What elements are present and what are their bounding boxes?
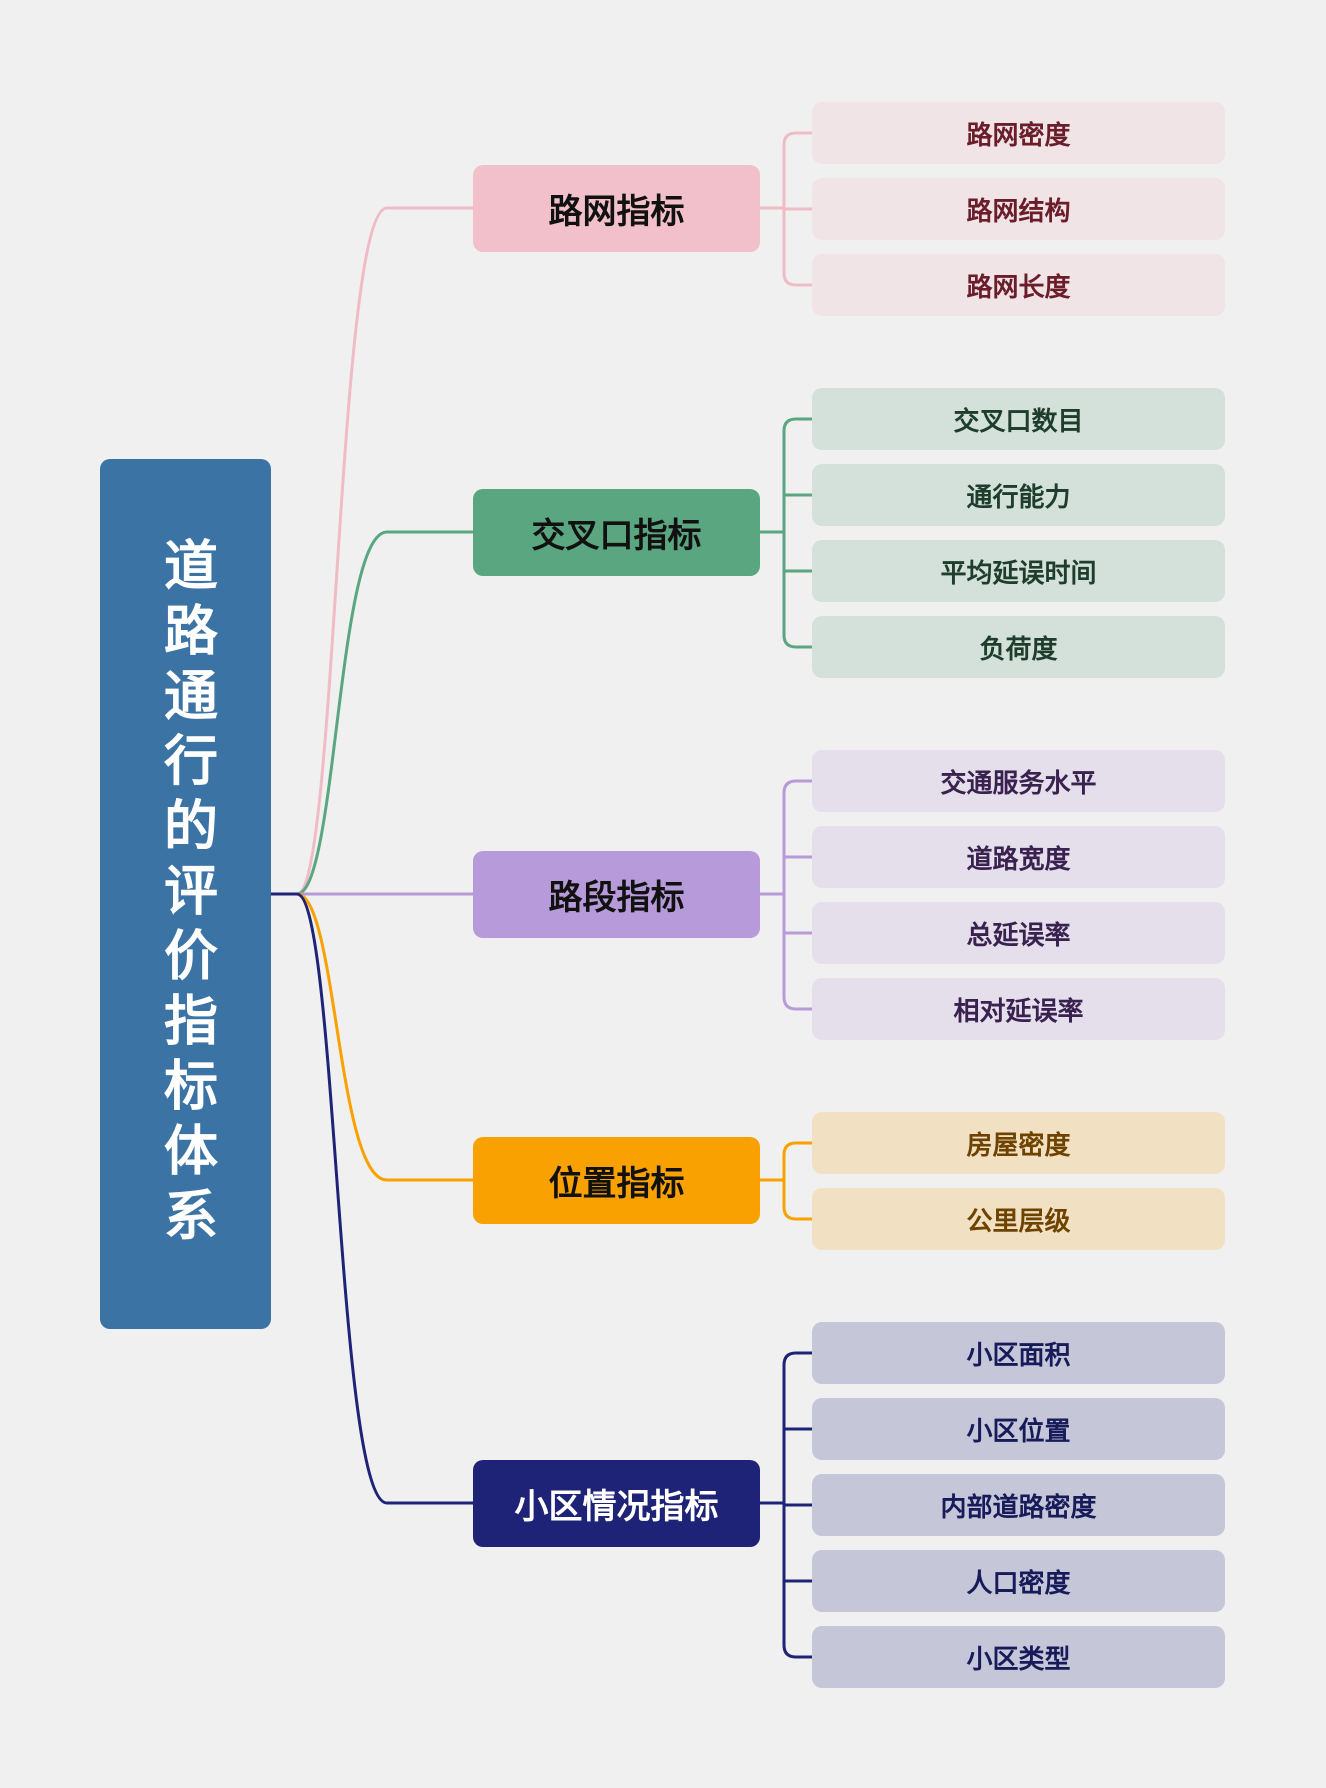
leaf-node: 小区位置 [812, 1398, 1225, 1460]
leaf-node: 相对延误率 [812, 978, 1225, 1040]
leaf-label: 交通服务水平 [940, 768, 1097, 799]
branch-label: 路段指标 [548, 877, 685, 918]
leaf-node: 小区类型 [812, 1626, 1225, 1688]
leaf-node: 房屋密度 [812, 1112, 1225, 1174]
branch-node-2: 交叉口指标 [473, 488, 760, 576]
leaf-connector-3-1 [782, 779, 812, 894]
leaf-label: 路网长度 [966, 272, 1071, 303]
leaf-node: 小区面积 [812, 1322, 1225, 1384]
branch-label: 小区情况指标 [514, 1486, 719, 1527]
branch-connector-4 [296, 892, 473, 1182]
leaf-label: 路网密度 [966, 120, 1071, 151]
leaf-node: 路网结构 [812, 178, 1225, 240]
leaf-connector-2-1 [782, 417, 812, 532]
leaf-label: 公里层级 [966, 1206, 1071, 1237]
leaf-connector-4-2 [782, 1180, 812, 1221]
leaf-node: 内部道路密度 [812, 1474, 1225, 1536]
leaf-node: 负荷度 [812, 616, 1225, 678]
leaf-label: 总延误率 [966, 920, 1071, 951]
leaf-node: 人口密度 [812, 1550, 1225, 1612]
branch-connector-5 [296, 892, 473, 1505]
leaf-connector-5-1 [782, 1351, 812, 1503]
leaf-label: 小区面积 [966, 1340, 1071, 1371]
leaf-label: 房屋密度 [966, 1130, 1071, 1161]
leaf-connector-1-3 [782, 208, 812, 287]
leaf-label: 小区位置 [966, 1416, 1071, 1447]
leaf-node: 交通服务水平 [812, 750, 1225, 812]
branch-node-5: 小区情况指标 [473, 1459, 760, 1547]
leaf-label: 内部道路密度 [940, 1492, 1097, 1523]
branch-node-1: 路网指标 [473, 164, 760, 252]
leaf-label: 通行能力 [966, 482, 1071, 513]
leaf-connector-3-4 [782, 894, 812, 1011]
leaf-label: 负荷度 [979, 634, 1058, 665]
leaf-label: 路网结构 [966, 196, 1071, 227]
leaf-connector-1-1 [782, 131, 812, 208]
leaf-node: 路网长度 [812, 254, 1225, 316]
leaf-label: 相对延误率 [953, 996, 1084, 1027]
root-title: 道路通行的评价指标体系 [154, 536, 218, 1252]
leaf-label: 小区类型 [966, 1644, 1071, 1675]
leaf-connector-2-4 [782, 532, 812, 649]
branch-node-4: 位置指标 [473, 1136, 760, 1224]
leaf-label: 道路宽度 [966, 844, 1071, 875]
branch-node-3: 路段指标 [473, 850, 760, 938]
leaf-node: 总延误率 [812, 902, 1225, 964]
leaf-label: 交叉口数目 [953, 406, 1084, 437]
branch-label: 位置指标 [548, 1163, 685, 1204]
leaf-node: 公里层级 [812, 1188, 1225, 1250]
leaf-node: 路网密度 [812, 102, 1225, 164]
branch-connector-1 [296, 206, 473, 896]
leaf-label: 人口密度 [966, 1568, 1071, 1599]
leaf-node: 道路宽度 [812, 826, 1225, 888]
leaf-node: 通行能力 [812, 464, 1225, 526]
leaf-node: 交叉口数目 [812, 388, 1225, 450]
root-node: 道路通行的评价指标体系 [100, 459, 271, 1329]
leaf-node: 平均延误时间 [812, 540, 1225, 602]
leaf-connector-4-1 [782, 1141, 812, 1180]
leaf-connector-5-5 [782, 1503, 812, 1659]
branch-label: 交叉口指标 [531, 515, 702, 556]
leaf-label: 平均延误时间 [940, 558, 1097, 589]
branch-label: 路网指标 [548, 191, 685, 232]
branch-connector-2 [296, 530, 473, 896]
